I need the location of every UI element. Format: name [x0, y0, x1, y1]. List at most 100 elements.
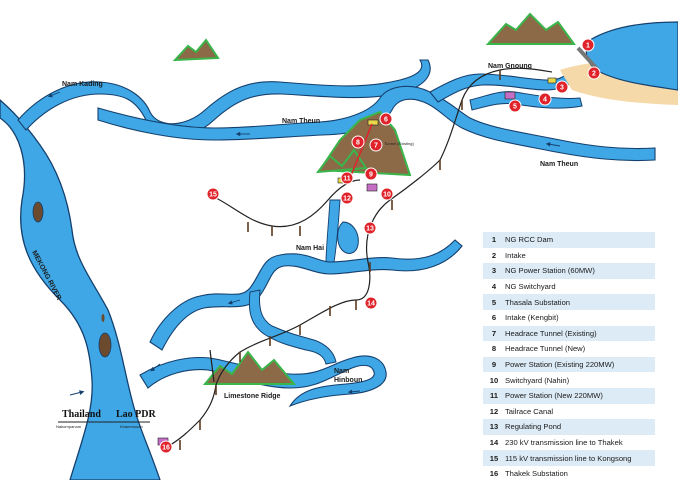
legend-row: 3 NG Power Station (60MW) [483, 263, 655, 279]
legend-number: 5 [491, 297, 497, 307]
legend-number: 3 [491, 266, 497, 276]
marker-4: 4 [543, 97, 547, 104]
marker-11-circle [340, 171, 354, 185]
marker-16: 16 [162, 445, 170, 452]
legend-row: 7 Headrace Tunnel (Existing) [483, 325, 655, 342]
legend-number: 2 [491, 250, 497, 260]
legend-label: Power Station (Existing 220MW) [505, 360, 615, 370]
legend-number: 12 [489, 406, 499, 416]
label-tunnel-existing: Tunnel (Existing) [384, 141, 415, 146]
mekong-island-3 [101, 314, 105, 322]
legend-number: 14 [489, 438, 499, 448]
switchyard-nahin-icon [366, 183, 378, 192]
marker-12: 12 [343, 196, 351, 203]
marker-4-circle [538, 92, 552, 106]
label-nakornpanom: Nakornpanom [56, 424, 82, 429]
label-nam-hai: Nam Hai [296, 245, 324, 252]
marker-1-circle [581, 38, 595, 52]
legend-row: 14 230 kV transmission line to Thakek [483, 435, 655, 451]
marker-7: 7 [374, 143, 378, 150]
mountain-limestone [202, 350, 297, 385]
legend: 1 NG RCC Dam 2 Intake 3 NG Power Station (60M… [483, 232, 655, 482]
marker-1: 1 [586, 43, 590, 50]
legend-number: 16 [489, 469, 499, 479]
legend-number: 1 [491, 235, 497, 245]
intake-kengbit-icon [367, 119, 379, 126]
marker-16-circle [159, 440, 173, 454]
marker-9-circle [364, 167, 378, 181]
mekong-island-1 [32, 201, 44, 223]
marker-12-circle [340, 191, 354, 205]
legend-row: 16 Thakek Substation [483, 466, 655, 482]
marker-14: 14 [367, 301, 375, 308]
legend-label: Intake [505, 250, 526, 260]
transmission-line-115kv [211, 179, 361, 228]
marker-8-circle [351, 135, 365, 149]
marker-7-circle [369, 138, 383, 152]
dam [576, 46, 600, 72]
legend-number: 8 [491, 344, 497, 354]
label-nam-hinboun-1: Nam [334, 368, 349, 375]
label-lao: Lao PDR [116, 409, 157, 420]
nam-hai-branch [248, 289, 337, 365]
legend-label: Tailrace Canal [505, 406, 554, 416]
legend-label: 115 kV transmission line to Kongsong [505, 453, 632, 463]
label-khammouan: Khammouan [120, 424, 143, 429]
legend-number: 11 [489, 391, 499, 401]
marker-3: 3 [560, 85, 564, 92]
legend-label: Intake (Kengbit) [505, 313, 559, 323]
marker-3-circle [555, 80, 569, 94]
marker-15-circle [206, 187, 220, 201]
marker-10: 10 [383, 192, 391, 199]
label-limestone-ridge: Limestone Ridge [224, 393, 281, 400]
marker-13-circle [363, 221, 377, 235]
legend-number: 4 [491, 282, 497, 292]
marker-8: 8 [356, 140, 360, 147]
legend-label: Thakek Substation [505, 469, 568, 479]
legend-label: NG RCC Dam [505, 235, 554, 245]
label-nam-theun-east: Nam Theun [540, 161, 578, 168]
mountain-ne [485, 12, 576, 45]
legend-label: Headrace Tunnel (New) [505, 344, 586, 354]
legend-row: 15 115 kV transmission line to Kongsong [483, 450, 655, 466]
marker-2-circle [587, 66, 601, 80]
legend-label: 230 kV transmission line to Thakek [505, 438, 623, 448]
marker-14-circle [364, 296, 378, 310]
legend-number: 7 [491, 328, 497, 338]
legend-label: Power Station (New 220MW) [505, 391, 603, 401]
marker-6-circle [379, 112, 393, 126]
legend-label: Regulating Pond [505, 422, 562, 432]
legend-row: 13 Regulating Pond [483, 419, 655, 435]
legend-number: 10 [489, 375, 499, 385]
legend-number: 13 [489, 422, 499, 432]
label-nam-kading: Nam Kading [62, 81, 103, 88]
marker-15: 15 [209, 192, 217, 199]
legend-label: Headrace Tunnel (Existing) [505, 328, 597, 338]
legend-label: Thasala Substation [505, 297, 571, 307]
legend-row: 2 Intake [483, 248, 655, 264]
legend-label: NG Switchyard [505, 282, 556, 292]
marker-2: 2 [592, 71, 596, 78]
marker-5: 5 [513, 104, 517, 111]
label-nam-theun-west: Nam Theun [282, 118, 320, 125]
legend-row: 5 Thasala Substation [483, 294, 655, 310]
regulating-pond [337, 221, 359, 254]
mountain-nw [172, 38, 220, 62]
legend-row: 12 Tailrace Canal [483, 404, 655, 420]
transmission-poles [179, 70, 501, 450]
legend-row: 4 NG Switchyard [483, 279, 655, 295]
switchyard-icon [504, 91, 516, 100]
marker-11: 11 [343, 176, 351, 183]
label-thailand: Thailand [62, 409, 101, 420]
nam-hai-river [149, 239, 463, 351]
legend-label: Switchyard (Nahin) [505, 375, 570, 385]
marker-13: 13 [366, 226, 374, 233]
label-nam-gnoung: Nam Gnoung [488, 63, 532, 70]
mekong-river [0, 99, 161, 480]
headrace-tunnel [349, 123, 373, 179]
legend-label: NG Power Station (60MW) [505, 266, 595, 276]
legend-number: 15 [489, 453, 499, 463]
